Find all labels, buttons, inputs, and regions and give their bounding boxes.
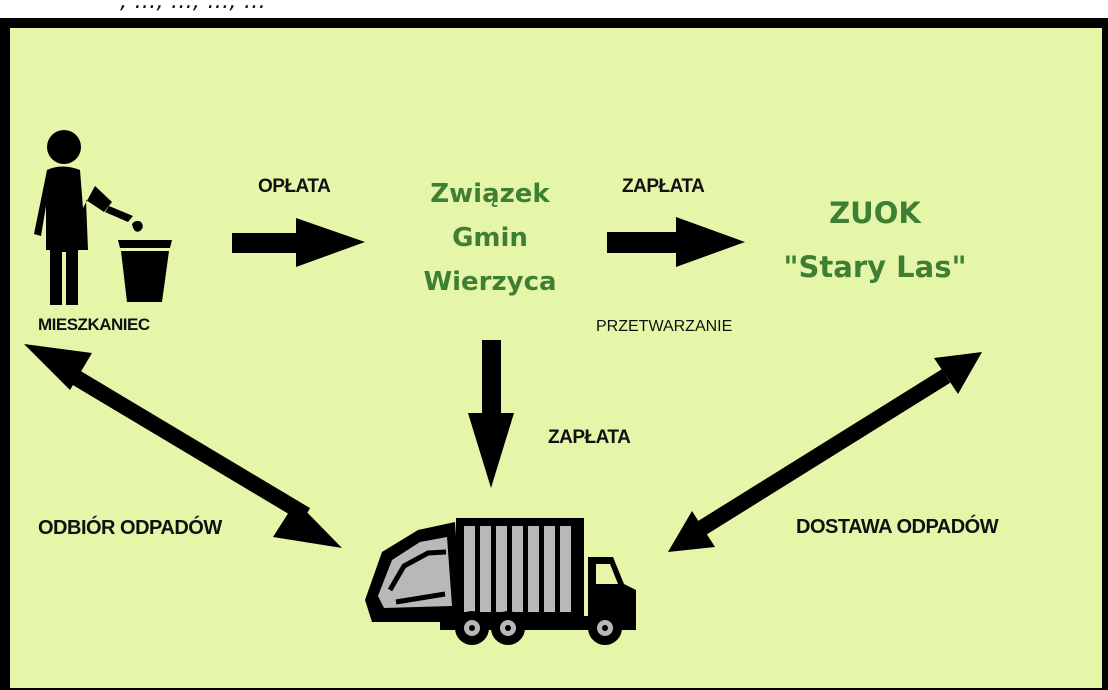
garbage-truck-icon — [365, 518, 636, 645]
payment-top-label: ZAPŁATA — [622, 176, 705, 197]
zuok-line-2: "Stary Las" — [783, 250, 967, 284]
union-line-2: Gmin — [452, 223, 528, 253]
fee-label: OPŁATA — [258, 176, 331, 197]
processing-label: PRZETWARZANIE — [596, 318, 733, 335]
arrow-payment-right — [607, 217, 745, 267]
person-trash-icon — [34, 130, 172, 305]
payment-down-label: ZAPŁATA — [548, 427, 631, 448]
arrow-delivery — [668, 352, 982, 552]
cropped-header-text: , ..., ..., ..., ... — [120, 0, 266, 14]
zuok-name: ZUOK "Stary Las" — [780, 186, 970, 294]
union-line-3: Wierzyca — [423, 267, 557, 297]
zuok-line-1: ZUOK — [829, 196, 921, 230]
collection-label: ODBIÓR ODPADÓW — [38, 517, 222, 539]
resident-label: MIESZKANIEC — [38, 315, 150, 334]
union-name: Związek Gmin Wierzyca — [400, 172, 580, 304]
union-line-1: Związek — [430, 179, 550, 209]
delivery-label: DOSTAWA ODPADÓW — [796, 516, 999, 538]
arrow-payment-down — [468, 340, 514, 488]
arrow-fee — [232, 218, 365, 267]
arrow-collection — [24, 344, 342, 548]
